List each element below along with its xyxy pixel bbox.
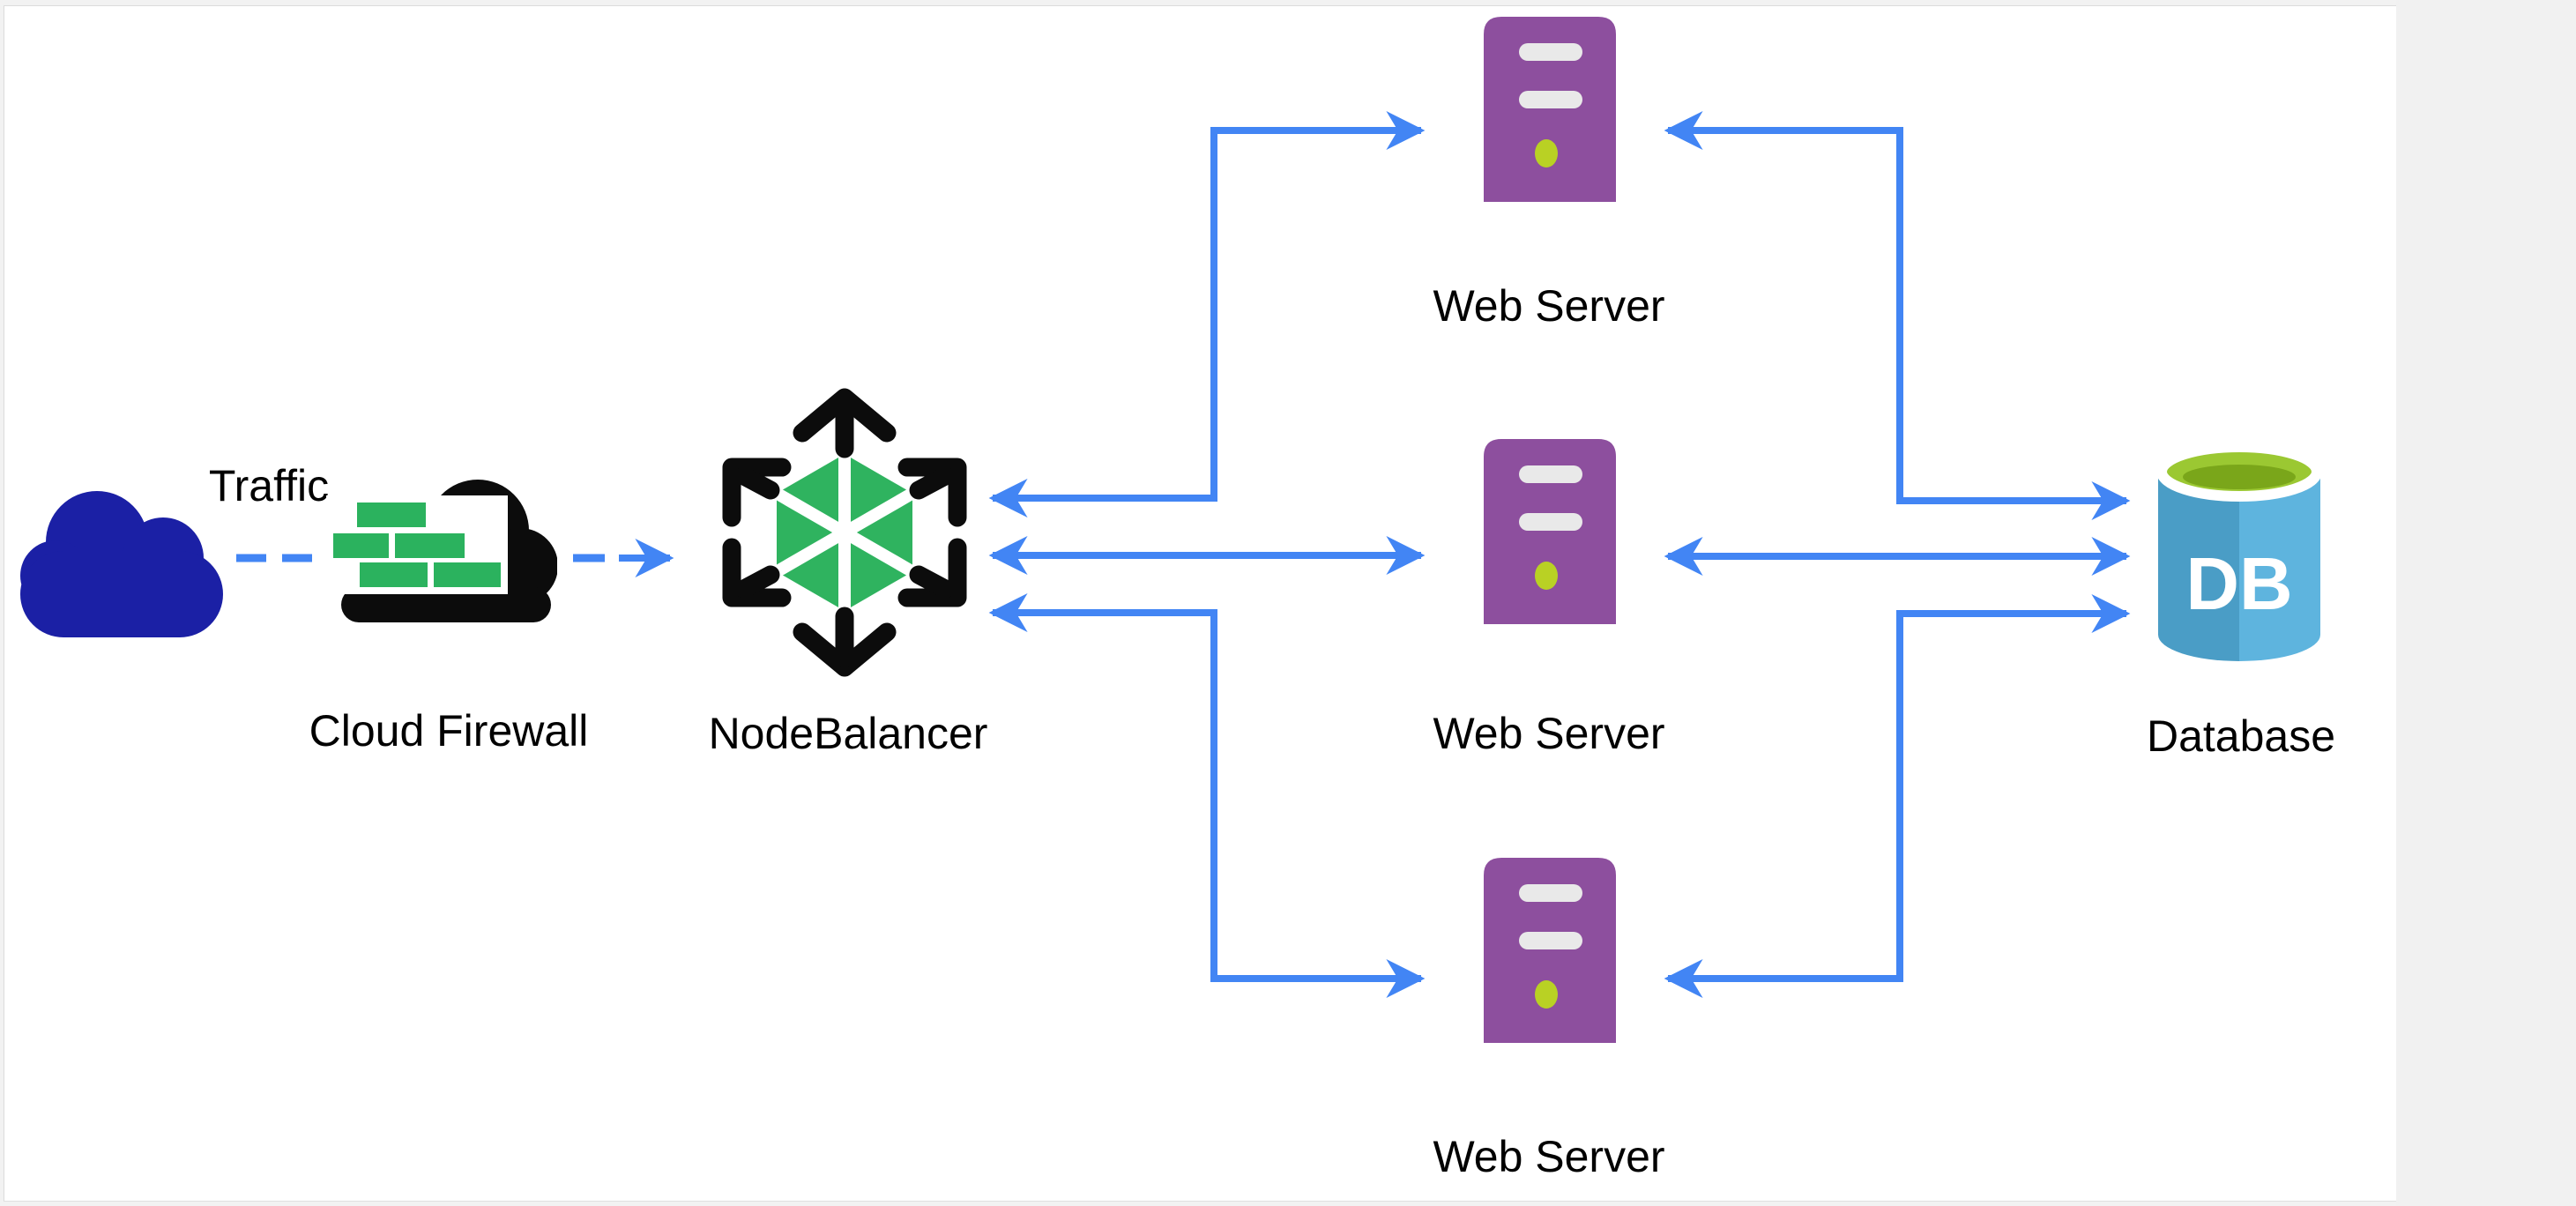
connector-nodebalancer-webserver-top [988,111,1426,517]
firewall-bricks [333,502,501,587]
page-side-strip [2396,0,2576,1206]
database-icon: DB [2156,442,2322,661]
server-icon [1484,17,1616,202]
connector-webserver-bottom-database [1664,594,2131,998]
firewall-icon [326,480,557,622]
nodebalancer-label: NodeBalancer [708,709,988,758]
nodebalancer-icon [722,388,967,677]
web-server-bottom-label: Web Server [1433,1132,1665,1181]
database-badge: DB [2185,542,2292,625]
connector-webserver-top-database [1664,111,2131,520]
database-label: Database [2146,711,2336,761]
traffic-label: Traffic [208,461,330,510]
server-icon [1484,858,1616,1043]
server-icon [1484,439,1616,624]
cloud-firewall-label: Cloud Firewall [309,706,589,756]
cloud-icon [20,491,223,637]
web-server-top-label: Web Server [1433,281,1665,331]
web-server-middle-label: Web Server [1433,709,1665,758]
connector-nodebalancer-webserver-bottom [988,593,1426,998]
